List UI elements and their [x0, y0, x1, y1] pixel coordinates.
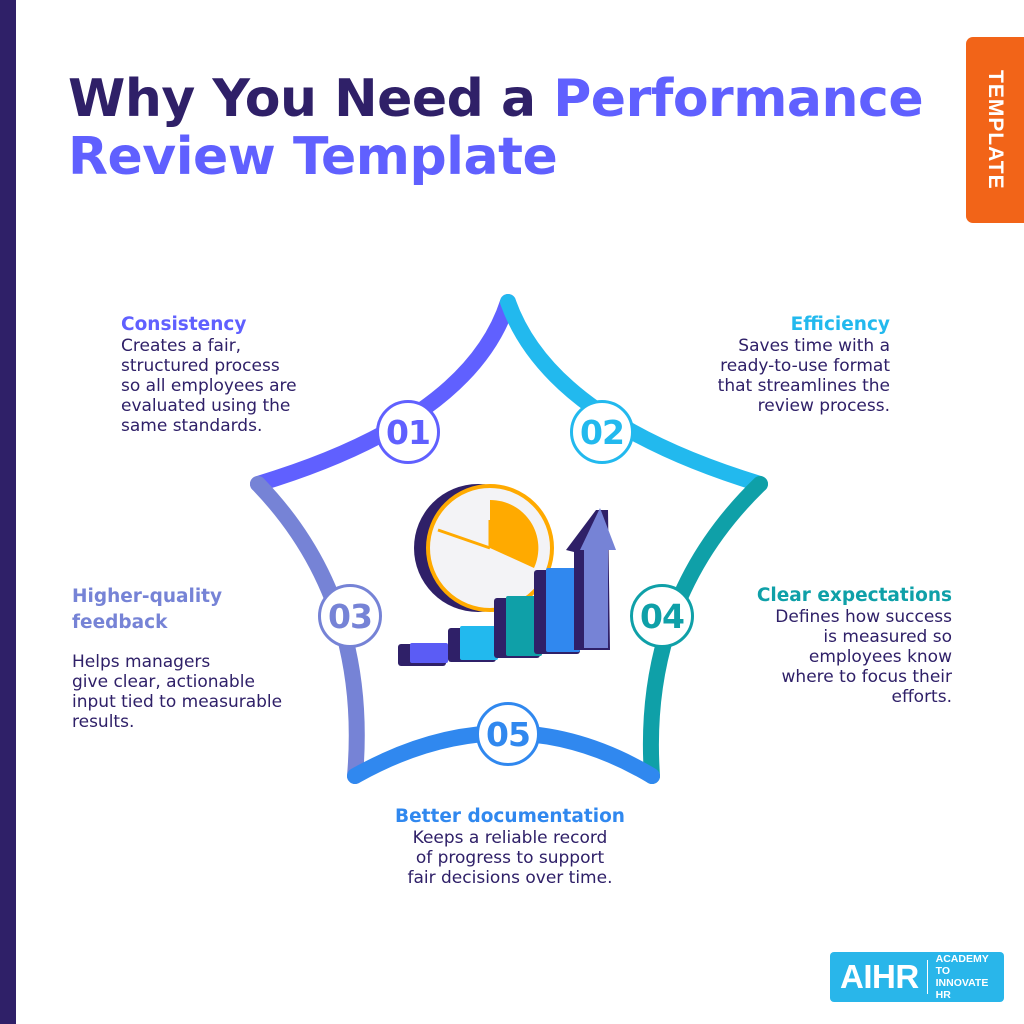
growth-bar-chart-icon	[398, 568, 580, 666]
item-title: Consistency	[121, 314, 247, 335]
item-text-line: that streamlines the	[717, 376, 890, 396]
template-tag-label: TEMPLATE	[984, 70, 1007, 190]
item-text-line: employees know	[808, 647, 952, 667]
item-title: Clear expectations	[756, 585, 952, 606]
item-text-line: Keeps a reliable record	[412, 828, 608, 848]
item-text-line: results.	[72, 712, 135, 732]
item-text-line: efforts.	[891, 687, 953, 707]
step-badge-05: 05	[476, 702, 540, 766]
aihr-logo: AIHR ACADEMY TO INNOVATE HR	[830, 952, 1004, 1002]
item-text-line: ready-to-use format	[720, 356, 890, 376]
item-text-line: so all employees are	[121, 376, 297, 396]
item-text-line: structured process	[121, 356, 280, 376]
item-efficiency: Efficiency Saves time with a ready-to-us…	[660, 314, 890, 416]
item-text-line: where to focus their	[781, 667, 952, 687]
item-clear-expectations: Clear expectations Defines how success i…	[710, 585, 952, 707]
step-badge-02: 02	[570, 400, 634, 464]
step-badge-04: 04	[630, 584, 694, 648]
up-arrow-icon	[566, 508, 616, 650]
step-badge-03: 03	[318, 584, 382, 648]
title-part1: Why You Need a	[68, 69, 554, 129]
item-title: Better documentation	[395, 806, 625, 827]
item-consistency: Consistency Creates a fair, structured p…	[121, 314, 351, 436]
item-text-line: input tied to measurable	[72, 692, 283, 712]
item-higher-quality-feedback: Higher-quality feedback Helps managers g…	[72, 584, 312, 732]
title-line2: Review Template	[68, 127, 558, 187]
left-accent-bar	[0, 0, 16, 1024]
item-better-documentation: Better documentation Keeps a reliable re…	[370, 806, 650, 888]
item-text-line: is measured so	[823, 627, 952, 647]
logo-mark: AIHR	[840, 958, 919, 995]
item-title: Higher-quality feedback	[72, 586, 223, 633]
logo-divider	[926, 960, 928, 994]
template-tag: TEMPLATE	[966, 37, 1024, 223]
item-text-line: same standards.	[121, 416, 263, 436]
item-text-line: review process.	[757, 396, 890, 416]
title-highlight: Performance	[553, 69, 924, 129]
clock-icon	[414, 484, 554, 612]
item-title: Efficiency	[790, 314, 890, 335]
item-text-line: give clear, actionable	[72, 672, 255, 692]
item-text-line: of progress to support	[415, 848, 605, 868]
item-text-line: evaluated using the	[121, 396, 291, 416]
item-text-line: fair decisions over time.	[407, 868, 613, 888]
item-text-line: Defines how success	[775, 607, 952, 627]
logo-tagline: ACADEMY TO INNOVATE HR	[935, 953, 989, 1001]
page-title: Why You Need a Performance Review Templa…	[68, 69, 924, 187]
step-badge-01: 01	[376, 400, 440, 464]
item-text-line: Saves time with a	[738, 336, 890, 356]
item-text-line: Helps managers	[72, 652, 211, 672]
item-text-line: Creates a fair,	[121, 336, 242, 356]
